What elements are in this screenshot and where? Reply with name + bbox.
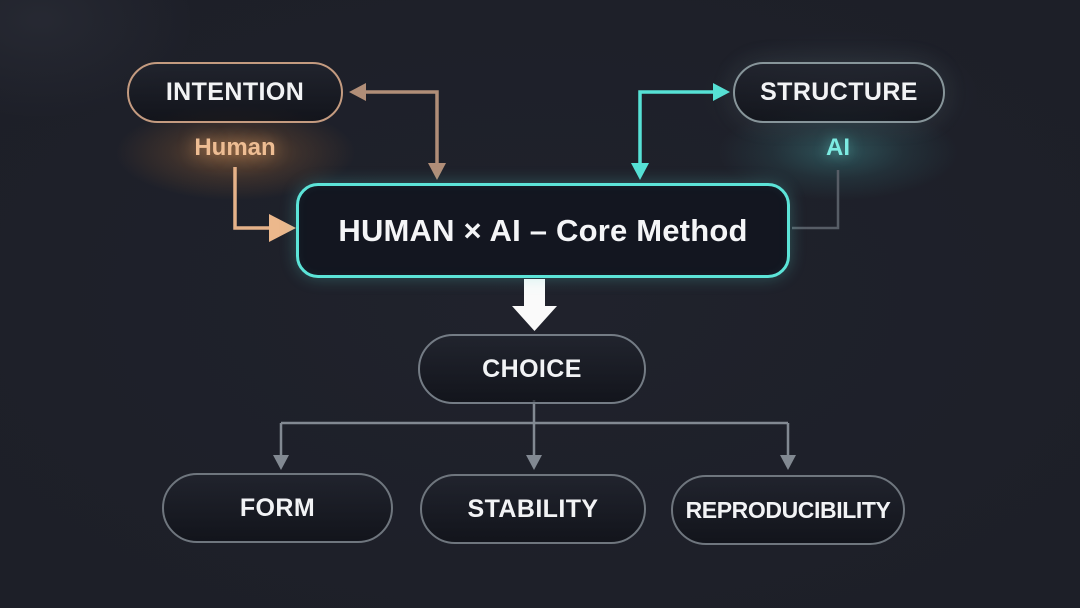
edge-ai-core-line bbox=[792, 170, 840, 230]
node-core-method: HUMAN × AI – Core Method bbox=[296, 183, 790, 278]
node-form: FORM bbox=[162, 473, 393, 543]
arrow-core-choice bbox=[512, 279, 557, 331]
reproducibility-label: REPRODUCIBILITY bbox=[685, 496, 891, 523]
edge-human-core-arrow bbox=[233, 167, 296, 242]
edge-choice-outputs-branch bbox=[273, 400, 796, 470]
ai-label: AI bbox=[826, 134, 850, 161]
node-structure: STRUCTURE bbox=[733, 62, 945, 123]
core-method-label: HUMAN × AI – Core Method bbox=[338, 212, 748, 248]
stability-label: STABILITY bbox=[467, 494, 599, 523]
edge-core-structure-arrow bbox=[631, 83, 730, 180]
choice-label: CHOICE bbox=[482, 354, 582, 383]
edge-core-intention-arrow bbox=[349, 83, 446, 180]
human-label: Human bbox=[194, 134, 276, 161]
intention-label: INTENTION bbox=[165, 78, 305, 106]
node-reproducibility: REPRODUCIBILITY bbox=[671, 475, 905, 545]
structure-label: STRUCTURE bbox=[760, 78, 918, 106]
node-choice: CHOICE bbox=[418, 334, 646, 404]
node-intention: INTENTION bbox=[127, 62, 343, 123]
form-label: FORM bbox=[239, 493, 316, 522]
node-stability: STABILITY bbox=[420, 474, 646, 544]
